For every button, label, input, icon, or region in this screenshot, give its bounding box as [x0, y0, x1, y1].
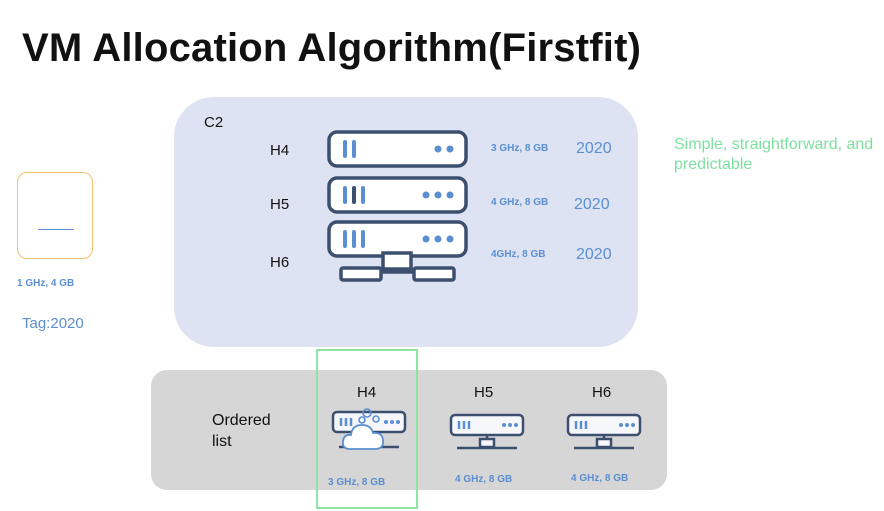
ordered-host-spec-h4: 3 GHz, 8 GB [328, 477, 386, 488]
host-tag-h5: 2020 [574, 196, 610, 213]
vm-card [17, 172, 93, 259]
cloud-vm-icon [341, 408, 384, 450]
ordered-host-label-h5: H5 [474, 384, 494, 401]
host-tag-h4: 2020 [576, 140, 612, 157]
host-spec-h5: 4 GHz, 8 GB [491, 197, 549, 208]
ordered-host-spec-h6: 4 GHz, 8 GB [571, 473, 629, 484]
host-spec-h4: 3 GHz, 8 GB [491, 143, 549, 154]
firstfit-highlight [316, 349, 418, 509]
ordered-list-label: Ordered list [212, 410, 271, 452]
ordered-list-label-line1: Ordered [212, 412, 271, 429]
server-icon-h5 [449, 413, 525, 450]
vm-placeholder-line [38, 229, 74, 230]
vm-spec: 1 GHz, 4 GB [17, 278, 75, 289]
vm-tag: Tag:2020 [22, 315, 84, 332]
server-rack-icon [327, 130, 468, 282]
page-title: VM Allocation Algorithm(Firstfit) [22, 26, 642, 70]
host-label-h4: H4 [270, 142, 290, 159]
host-label-h6: H6 [270, 254, 290, 271]
ordered-host-label-h4: H4 [357, 384, 377, 401]
host-label-h5: H5 [270, 196, 290, 213]
ordered-host-label-h6: H6 [592, 384, 612, 401]
algorithm-note: Simple, straightforward, and predictable [674, 136, 874, 173]
cluster-label: C2 [204, 114, 224, 131]
ordered-host-spec-h5: 4 GHz, 8 GB [455, 474, 513, 485]
server-icon-h6 [566, 413, 642, 450]
host-tag-h6: 2020 [576, 246, 612, 263]
host-spec-h6: 4GHz, 8 GB [491, 249, 546, 260]
ordered-list-label-line2: list [212, 433, 232, 450]
